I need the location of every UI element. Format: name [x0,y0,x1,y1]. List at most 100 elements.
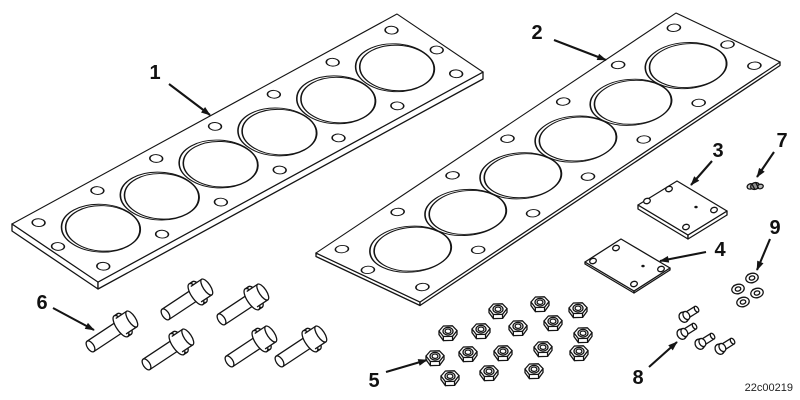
bolt-hole [207,122,223,131]
bolt-hole [470,245,486,255]
callout-arrow-1 [168,83,211,116]
hex-nut [479,365,499,382]
callout-8: 8 [632,341,678,389]
callout-label-9: 9 [769,217,780,239]
bolt-hole [580,172,596,181]
hex-nut [530,296,550,313]
plate-hole [665,185,673,193]
cap-screw [714,337,736,355]
callout-label-8: 8 [632,367,643,389]
callout-label-5: 5 [368,370,379,392]
callout-9: 9 [756,217,781,271]
bolt-hole [666,23,682,32]
bolt-hole [360,265,376,275]
callout-arrow-9 [756,238,771,271]
callout-4: 4 [659,239,726,263]
callout-label-4: 4 [714,239,726,261]
cylinder-bore-rim [182,140,259,188]
cap-screw [678,305,700,323]
hex-nut [425,350,445,367]
hex-nut [493,345,513,362]
cylinder-bore-rim [241,108,318,156]
drawing-number: 22c00219 [744,382,793,394]
bolt-hole [334,244,350,254]
bolt-hole [325,57,340,67]
callout-label-2: 2 [531,22,542,44]
bolt-hole [266,89,282,99]
head-gasket-2 [315,12,781,307]
callout-label-6: 6 [36,292,47,314]
bolt-hole [96,261,111,271]
cylinder-bore-rim [123,173,200,220]
parts-layer [11,12,781,387]
bolt-hole [331,133,346,143]
hex-nut [573,327,593,344]
cylinder-bore-rim [64,205,142,252]
callout-arrow-2 [553,39,607,61]
plate-hole [682,223,690,231]
bolt-hole [213,197,229,207]
callout-arrow-5 [385,358,428,374]
hex-nut [524,363,544,380]
washer [736,296,750,308]
plate-hole [657,265,665,273]
bolt-hole [272,165,287,175]
callout-label-7: 7 [776,130,787,152]
cap-screw [676,322,698,340]
bolt-hole [31,218,46,228]
callout-2: 2 [531,22,607,61]
head-bolt [160,278,214,321]
bolt-hole [154,229,170,239]
callout-3: 3 [690,140,724,186]
bolt-hole [50,242,66,251]
plate-hole [612,244,620,252]
bolt-hole [636,135,652,144]
bolt-hole [525,209,541,218]
callout-arrow-4 [659,250,707,263]
bolt-hole [691,98,706,108]
bolt-hole [720,40,735,49]
bolt-hole [610,60,626,70]
callout-7: 7 [756,130,788,178]
bolt-hole [390,207,405,217]
hex-nut [440,370,460,387]
bolt-hole [747,61,762,70]
plate-hole [589,257,597,265]
cylinder-bore-rim [648,43,728,88]
plate-gasket [584,238,671,294]
hex-nut [533,341,553,358]
hex-nut [543,315,563,332]
hex-nut [438,325,458,342]
head-bolt [216,283,270,326]
hex-nut [471,323,491,340]
cylinder-bore-rim [300,76,377,124]
callout-layer: 1 2 3 4 5 6 7 8 9 [36,22,787,392]
cover-plate [637,180,728,240]
callout-arrow-8 [648,341,678,368]
callout-5: 5 [368,358,428,392]
plate-hole [710,206,718,214]
plug-fitting [746,181,764,191]
bolt-hole [415,282,430,292]
hex-nut [568,302,588,319]
callout-label-1: 1 [149,62,160,84]
plate-hole [630,280,638,288]
callout-label-3: 3 [712,140,723,162]
bolt-hole [555,97,571,106]
callout-arrow-7 [756,151,775,178]
plate-hole [643,197,651,205]
head-gasket-1 [11,13,484,290]
hex-nut [569,345,589,362]
cap-screw [694,332,716,350]
bolt-hole [90,186,105,195]
bolt-hole [500,134,515,143]
bolt-hole [149,154,164,163]
bolt-hole [448,69,464,79]
head-bolt [85,310,139,353]
bolt-hole [445,171,460,180]
bolt-hole [429,45,444,55]
callout-6: 6 [36,292,95,331]
washer [745,272,759,284]
